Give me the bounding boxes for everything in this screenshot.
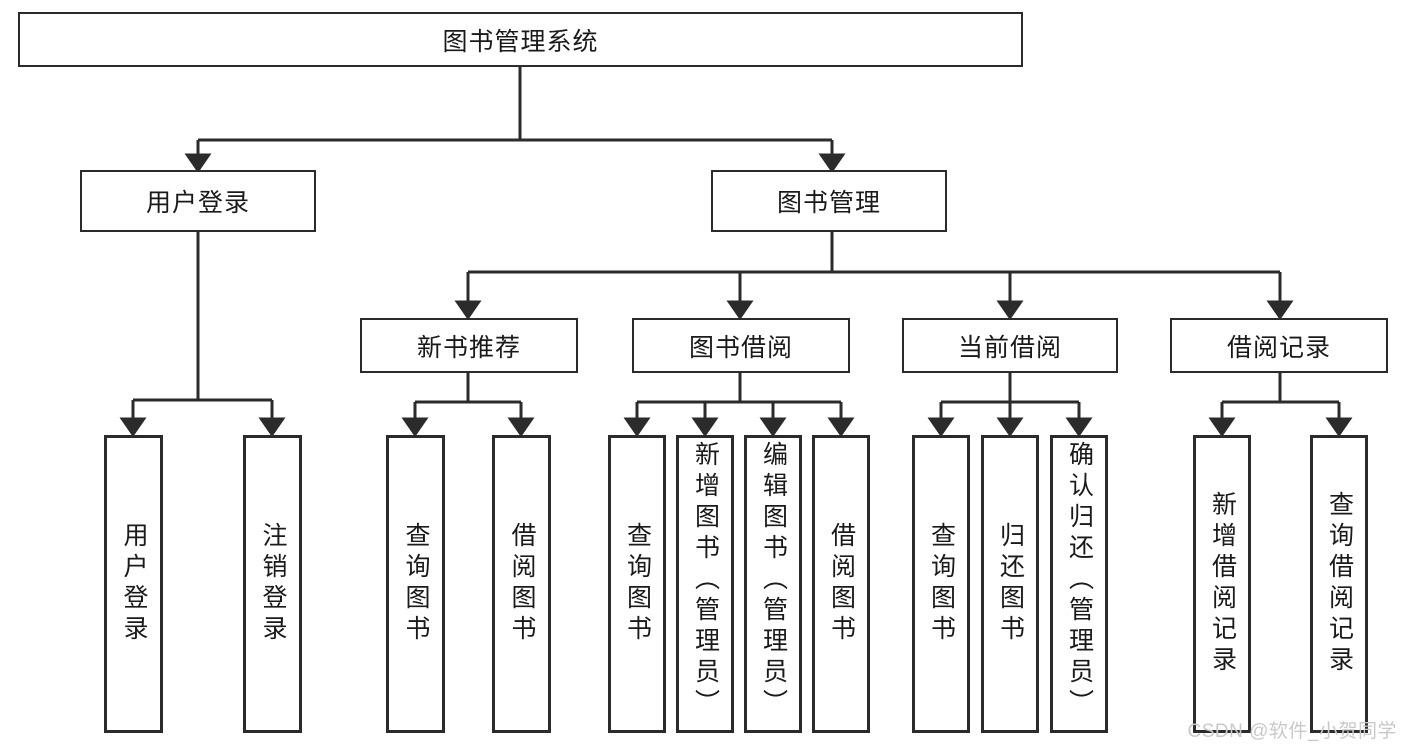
node-book-management[interactable]: 图书管理 xyxy=(711,170,947,232)
node-current-borrow[interactable]: 当前借阅 xyxy=(902,318,1118,373)
leaf-current-borrow-confirm-return-admin[interactable]: 确认归还（管理员） xyxy=(1050,435,1108,733)
leaf-label: 查询借阅记录 xyxy=(1325,491,1354,677)
node-label: 当前借阅 xyxy=(957,333,1062,362)
leaf-book-borrow-borrow-book[interactable]: 借阅图书 xyxy=(812,435,870,733)
leaf-inner: 借阅图书 xyxy=(815,438,867,730)
leaf-label: 新增图书（管理员） xyxy=(691,441,720,720)
leaf-label: 借阅图书 xyxy=(827,522,856,646)
leaf-inner: 查询图书 xyxy=(915,438,967,730)
leaf-new-book-borrow-book[interactable]: 借阅图书 xyxy=(492,435,551,733)
leaf-new-book-query-book[interactable]: 查询图书 xyxy=(386,435,445,733)
leaf-inner: 确认归还（管理员） xyxy=(1053,435,1105,733)
node-label: 新书推荐 xyxy=(416,333,521,362)
leaf-label: 用户登录 xyxy=(120,522,148,646)
node-new-book-recommend[interactable]: 新书推荐 xyxy=(360,318,578,373)
node-label: 图书管理 xyxy=(776,189,881,217)
leaf-inner: 新增图书（管理员） xyxy=(679,435,731,733)
leaf-label: 注销登录 xyxy=(259,522,287,646)
watermark-text: CSDN @软件_小贺同学 xyxy=(1187,721,1397,742)
leaf-label: 确认归还（管理员） xyxy=(1065,441,1094,720)
node-user-login[interactable]: 用户登录 xyxy=(80,170,316,232)
leaf-label: 编辑图书（管理员） xyxy=(759,441,788,720)
node-label: 用户登录 xyxy=(145,189,250,217)
leaf-inner: 查询图书 xyxy=(611,438,663,730)
leaf-inner: 借阅图书 xyxy=(495,438,548,730)
leaf-label: 借阅图书 xyxy=(508,522,536,646)
leaf-inner: 注销登录 xyxy=(246,438,299,730)
node-book-borrow[interactable]: 图书借阅 xyxy=(632,318,850,373)
leaf-inner: 用户登录 xyxy=(107,438,160,730)
leaf-label: 查询图书 xyxy=(402,522,430,646)
leaf-inner: 编辑图书（管理员） xyxy=(747,435,799,733)
leaf-book-borrow-add-book-admin[interactable]: 新增图书（管理员） xyxy=(676,435,734,733)
leaf-label: 查询图书 xyxy=(623,522,652,646)
leaf-borrow-record-query-record[interactable]: 查询借阅记录 xyxy=(1310,435,1368,733)
leaf-borrow-record-add-record[interactable]: 新增借阅记录 xyxy=(1193,435,1251,733)
leaf-inner: 归还图书 xyxy=(984,438,1036,730)
leaf-current-borrow-return-book[interactable]: 归还图书 xyxy=(981,435,1039,733)
node-label: 图书管理系统 xyxy=(442,27,599,56)
node-borrow-record[interactable]: 借阅记录 xyxy=(1170,318,1388,373)
leaf-current-borrow-query-book[interactable]: 查询图书 xyxy=(912,435,970,733)
leaf-inner: 查询借阅记录 xyxy=(1313,438,1365,730)
leaf-user-login-logout[interactable]: 注销登录 xyxy=(243,435,302,733)
leaf-user-login-login[interactable]: 用户登录 xyxy=(104,435,163,733)
leaf-inner: 新增借阅记录 xyxy=(1196,438,1248,730)
leaf-label: 新增借阅记录 xyxy=(1208,491,1237,677)
node-root-book-management-system[interactable]: 图书管理系统 xyxy=(18,12,1023,67)
node-label: 图书借阅 xyxy=(688,333,793,362)
leaf-inner: 查询图书 xyxy=(389,438,442,730)
leaf-book-borrow-query-book[interactable]: 查询图书 xyxy=(608,435,666,733)
leaf-label: 查询图书 xyxy=(927,522,956,646)
leaf-label: 归还图书 xyxy=(996,522,1025,646)
leaf-book-borrow-edit-book-admin[interactable]: 编辑图书（管理员） xyxy=(744,435,802,733)
node-label: 借阅记录 xyxy=(1226,333,1331,362)
